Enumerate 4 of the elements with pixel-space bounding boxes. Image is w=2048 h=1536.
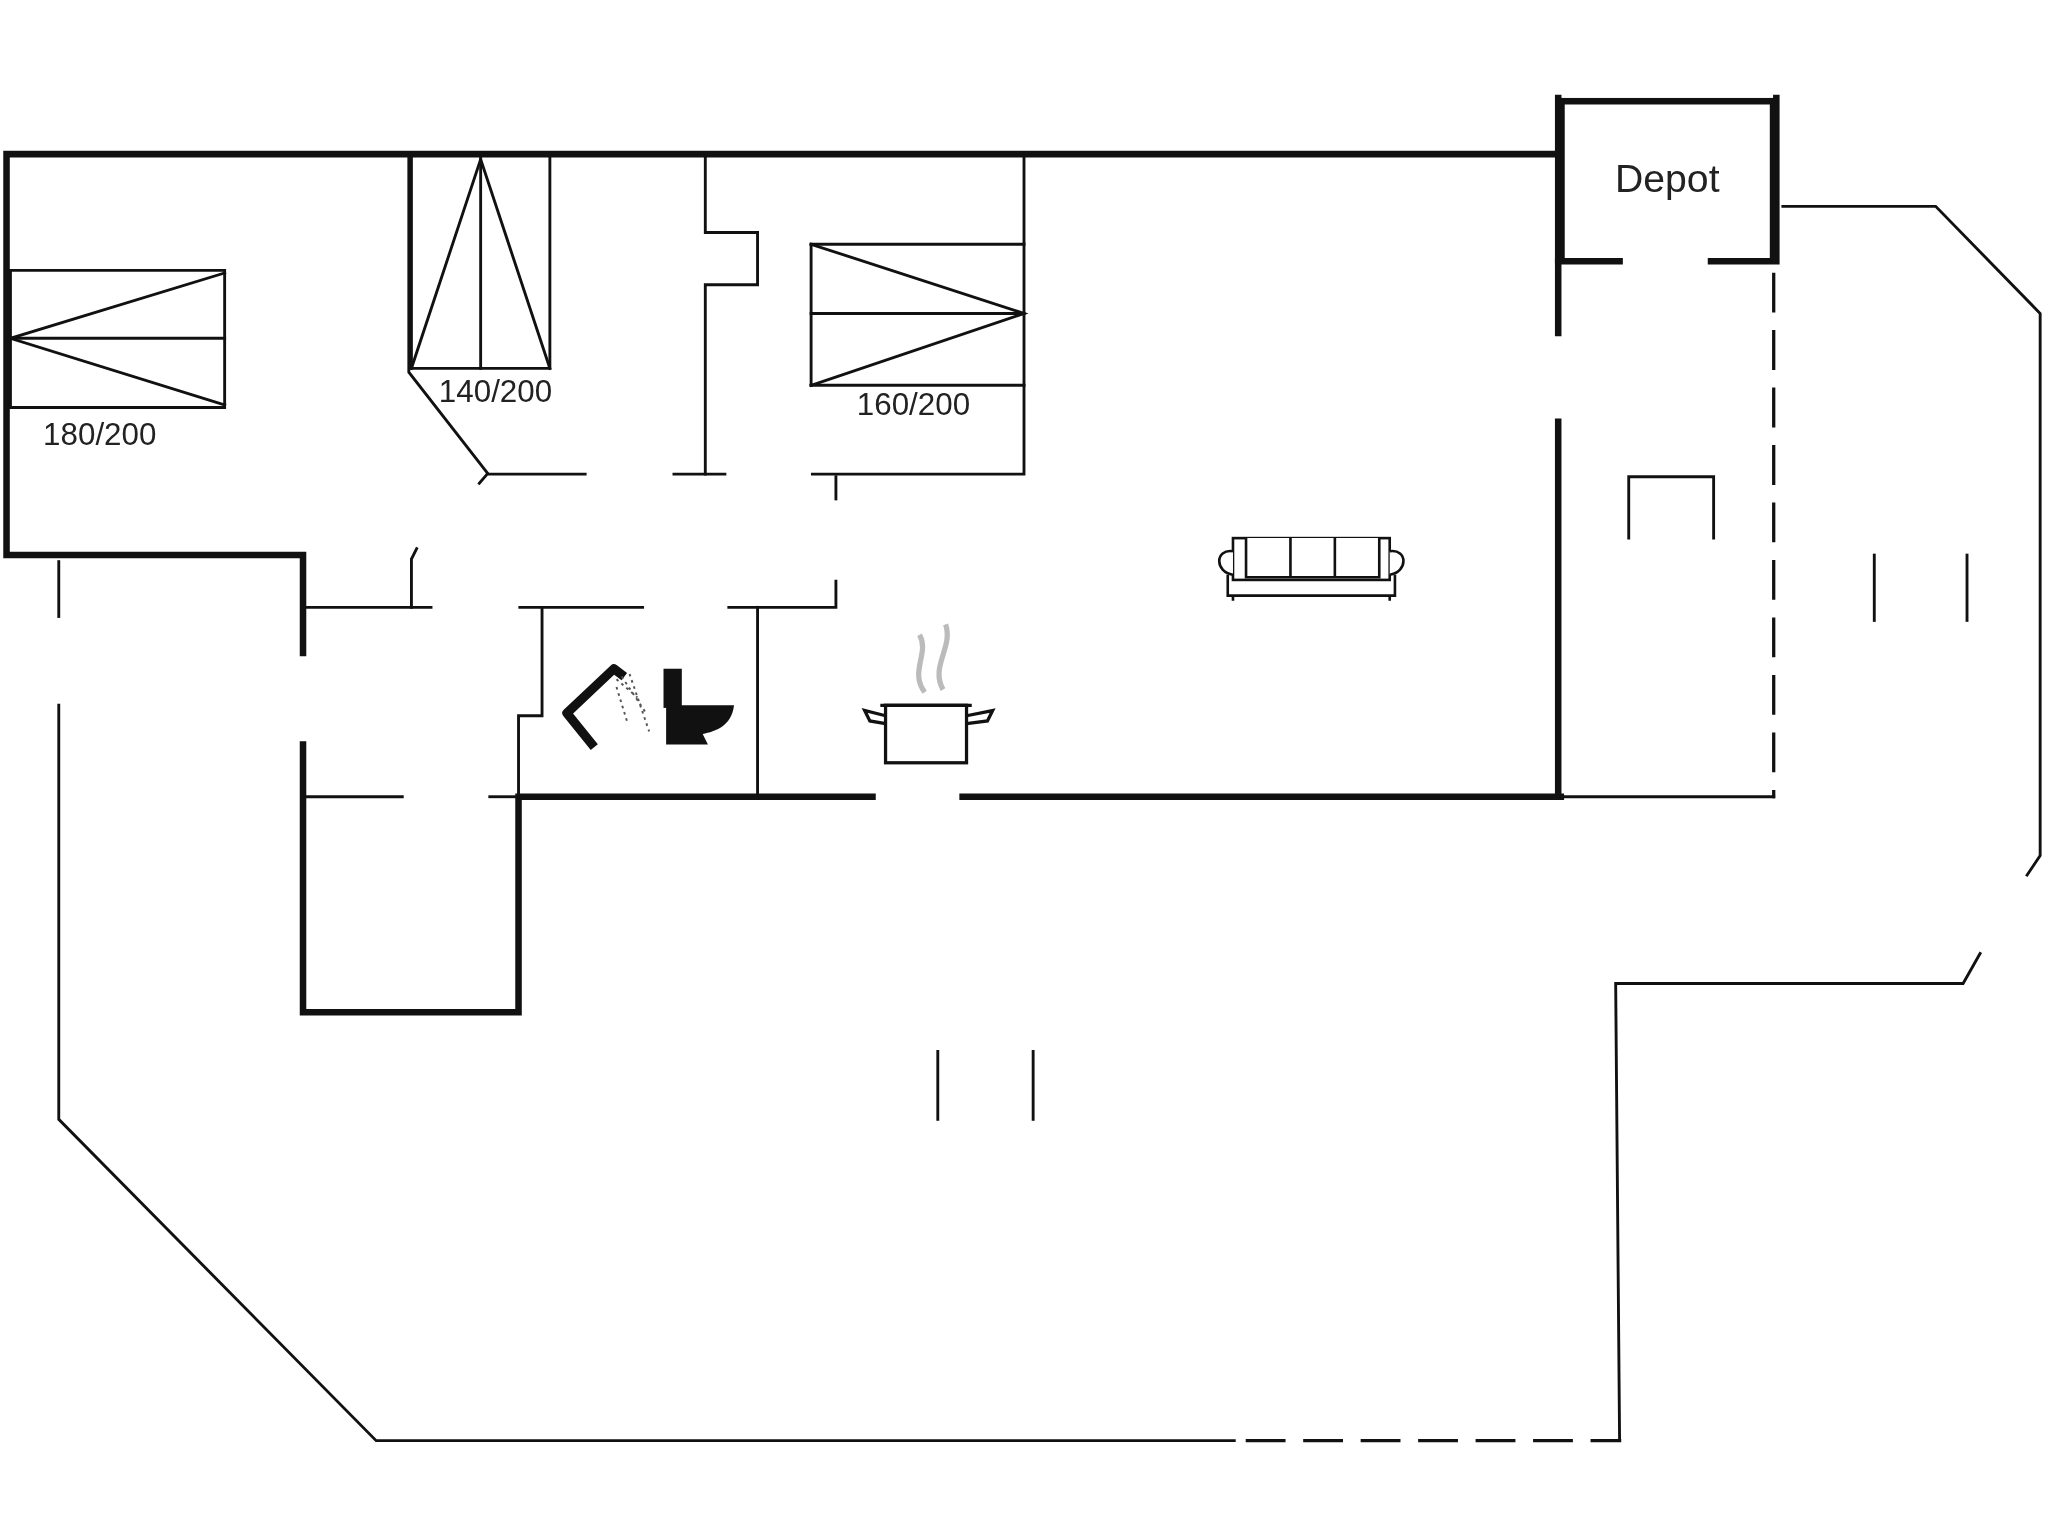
- bed-size-label: 160/200: [856, 389, 971, 421]
- bed-size-label: 180/200: [43, 419, 157, 451]
- bed-size-label: 140/200: [438, 376, 553, 408]
- room-label: Depot: [1615, 156, 1720, 202]
